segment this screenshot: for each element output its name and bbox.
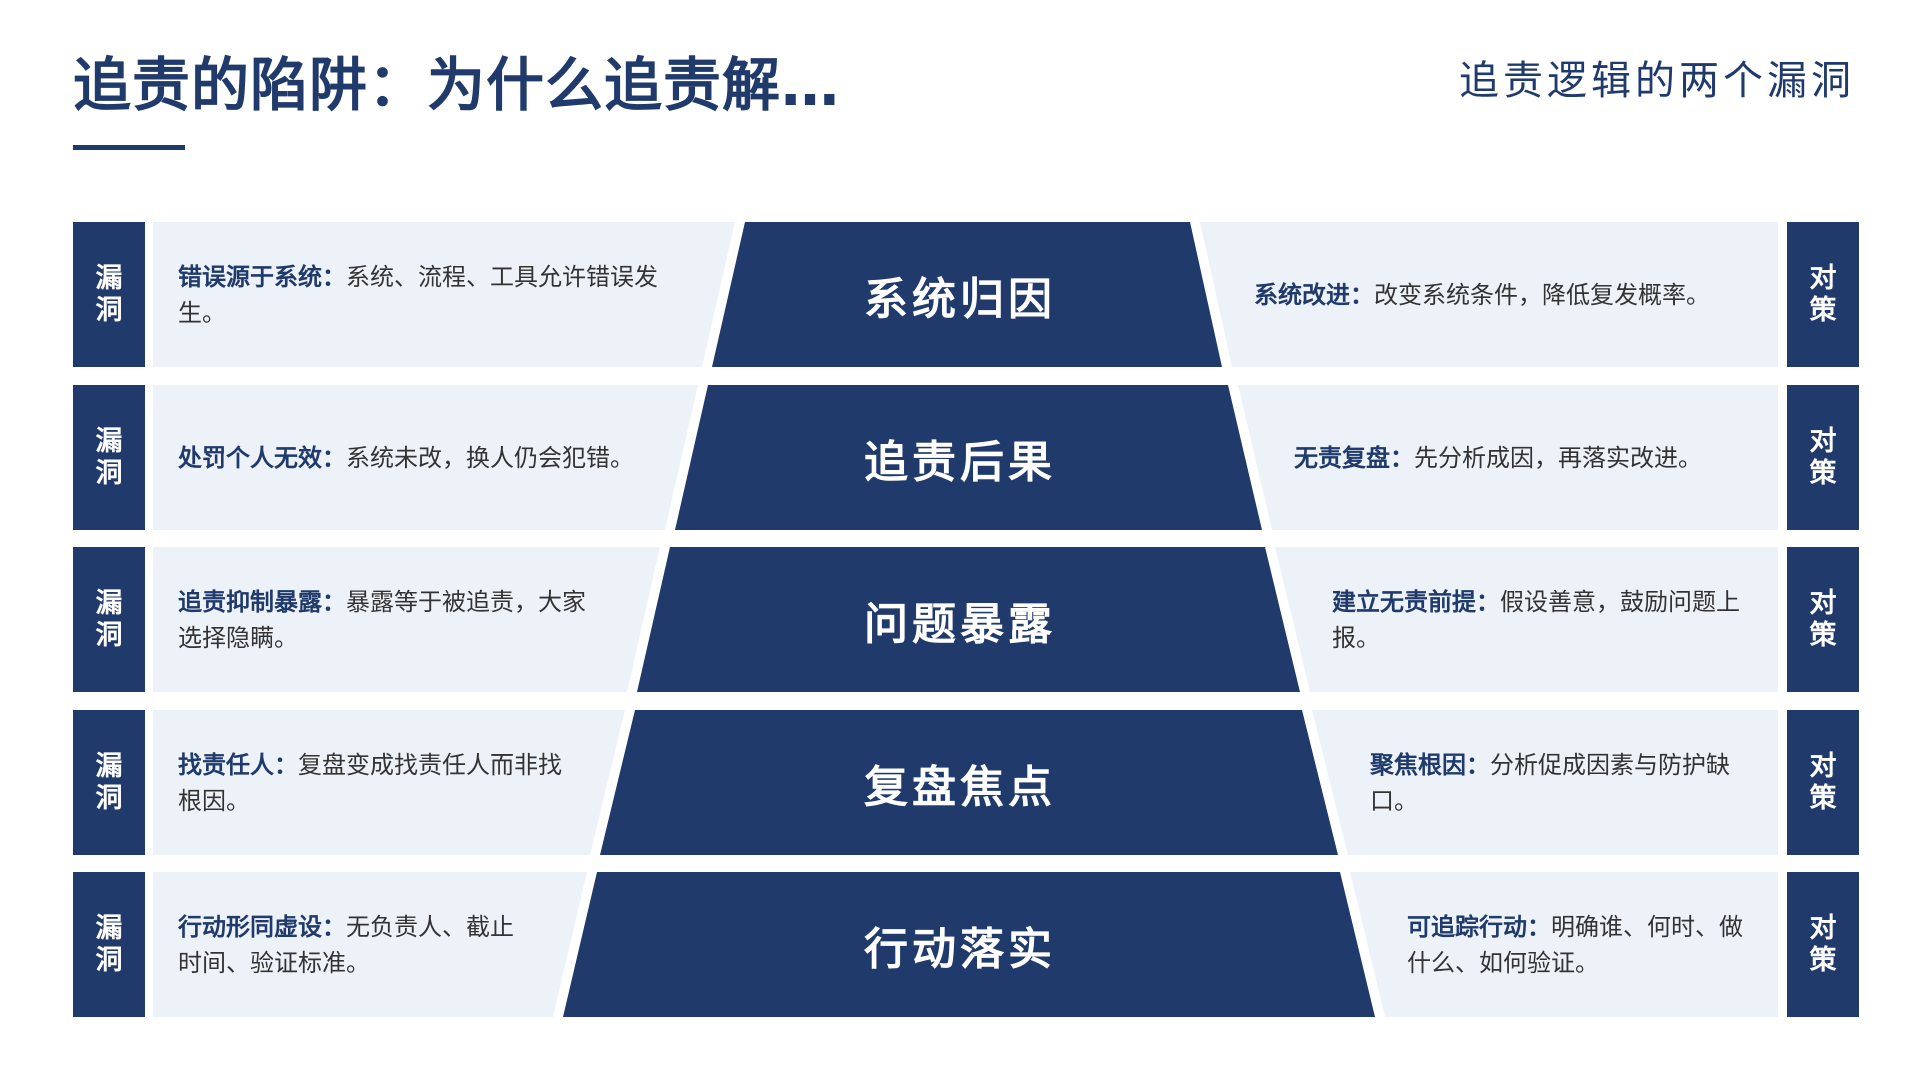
fix-panel <box>1238 385 1778 530</box>
funnel-row: 行动落实 漏洞 对策 行动形同虚设：无负责人、截止时间、验证标准。 可追踪行动：明确谁、… <box>0 872 1920 1017</box>
tag-char: 漏 <box>95 262 123 294</box>
countermeasure-tag: 对策 <box>1787 710 1859 855</box>
trap-keyword: 找责任人： <box>178 750 298 779</box>
tag-char: 策 <box>1809 782 1837 814</box>
tag-char: 策 <box>1809 294 1837 326</box>
fix-keyword: 无责复盘： <box>1294 443 1414 472</box>
tag-char: 对 <box>1809 912 1837 944</box>
center-trapezoid <box>600 710 1338 855</box>
fix-description: 建立无责前提：假设善意，鼓励问题上报。 <box>1332 547 1760 692</box>
page-title: 追责的陷阱：为什么追责解… <box>73 51 841 119</box>
tag-char: 洞 <box>95 294 123 326</box>
trap-description: 错误源于系统：系统、流程、工具允许错误发生。 <box>178 222 682 367</box>
tag-char: 对 <box>1809 750 1837 782</box>
fix-description: 无责复盘：先分析成因，再落实改进。 <box>1294 385 1760 530</box>
trap-text: 无负责人、截止时间、验证标准。 <box>178 912 514 977</box>
tag-char: 对 <box>1809 587 1837 619</box>
trap-description: 行动形同虚设：无负责人、截止时间、验证标准。 <box>178 872 533 1017</box>
loophole-tag: 漏洞 <box>73 710 145 855</box>
center-trapezoid <box>637 547 1300 692</box>
tag-char: 策 <box>1809 457 1837 489</box>
trap-panel <box>153 872 587 1017</box>
trap-panel <box>153 385 698 530</box>
tag-char: 洞 <box>95 457 123 489</box>
countermeasure-tag: 对策 <box>1787 872 1859 1017</box>
center-trapezoid <box>563 872 1375 1017</box>
trap-keyword: 追责抑制暴露： <box>178 587 346 616</box>
title-underline <box>73 145 185 150</box>
fix-keyword: 聚焦根因： <box>1370 750 1490 779</box>
trap-description: 处罚个人无效：系统未改，换人仍会犯错。 <box>178 385 645 530</box>
fix-text: 明确谁、何时、做什么、如何验证。 <box>1407 912 1743 977</box>
tag-char: 洞 <box>95 944 123 976</box>
fix-description: 聚焦根因：分析促成因素与防护缺口。 <box>1370 710 1760 855</box>
loophole-tag: 漏洞 <box>73 385 145 530</box>
fix-text: 改变系统条件，降低复发概率。 <box>1374 280 1710 309</box>
trap-text: 系统未改，换人仍会犯错。 <box>346 443 634 472</box>
fix-keyword: 建立无责前提： <box>1332 587 1500 616</box>
trap-panel <box>153 222 735 367</box>
countermeasure-tag: 对策 <box>1787 547 1859 692</box>
trap-keyword: 行动形同虚设： <box>178 912 346 941</box>
fix-panel <box>1350 872 1778 1017</box>
fix-text: 分析促成因素与防护缺口。 <box>1370 750 1730 815</box>
tag-char: 漏 <box>95 912 123 944</box>
tag-char: 对 <box>1809 425 1837 457</box>
fix-panel <box>1200 222 1778 367</box>
tag-char: 策 <box>1809 944 1837 976</box>
trap-description: 追责抑制暴露：暴露等于被追责，大家选择隐瞒。 <box>178 547 607 692</box>
funnel-row: 问题暴露 漏洞 对策 追责抑制暴露：暴露等于被追责，大家选择隐瞒。 建立无责前提：假设善… <box>0 547 1920 692</box>
loophole-tag: 漏洞 <box>73 222 145 367</box>
tag-char: 漏 <box>95 587 123 619</box>
center-label: 问题暴露 <box>864 598 1056 650</box>
funnel-row: 系统归因 漏洞 对策 错误源于系统：系统、流程、工具允许错误发生。 系统改进：改变系统条… <box>0 222 1920 367</box>
fix-panel <box>1275 547 1778 692</box>
tag-char: 洞 <box>95 782 123 814</box>
tag-char: 洞 <box>95 619 123 651</box>
trap-keyword: 处罚个人无效： <box>178 443 346 472</box>
center-label: 追责后果 <box>864 436 1056 488</box>
countermeasure-tag: 对策 <box>1787 222 1859 367</box>
funnel-row: 复盘焦点 漏洞 对策 找责任人：复盘变成找责任人而非找根因。 聚焦根因：分析促成因素与防… <box>0 710 1920 855</box>
tag-char: 策 <box>1809 619 1837 651</box>
fix-panel <box>1312 710 1778 855</box>
page-subtitle: 追责逻辑的两个漏洞 <box>1459 58 1855 104</box>
loophole-tag: 漏洞 <box>73 547 145 692</box>
fix-text: 先分析成因，再落实改进。 <box>1414 443 1702 472</box>
trap-text: 系统、流程、工具允许错误发生。 <box>178 262 658 327</box>
center-trapezoid <box>675 385 1262 530</box>
trap-text: 复盘变成找责任人而非找根因。 <box>178 750 562 815</box>
countermeasure-tag: 对策 <box>1787 385 1859 530</box>
fix-text: 假设善意，鼓励问题上报。 <box>1332 587 1740 652</box>
fix-description: 可追踪行动：明确谁、何时、做什么、如何验证。 <box>1407 872 1760 1017</box>
trap-panel <box>153 547 660 692</box>
tag-char: 漏 <box>95 425 123 457</box>
trap-panel <box>153 710 625 855</box>
tag-char: 对 <box>1809 262 1837 294</box>
fix-description: 系统改进：改变系统条件，降低复发概率。 <box>1254 222 1760 367</box>
fix-keyword: 可追踪行动： <box>1407 912 1551 941</box>
loophole-tag: 漏洞 <box>73 872 145 1017</box>
center-label: 系统归因 <box>864 273 1056 325</box>
center-label: 行动落实 <box>864 923 1056 975</box>
center-trapezoid <box>712 222 1222 367</box>
tag-char: 漏 <box>95 750 123 782</box>
trap-text: 暴露等于被追责，大家选择隐瞒。 <box>178 587 586 652</box>
trap-keyword: 错误源于系统： <box>178 262 346 291</box>
funnel-row: 追责后果 漏洞 对策 处罚个人无效：系统未改，换人仍会犯错。 无责复盘：先分析成因，再落… <box>0 385 1920 530</box>
fix-keyword: 系统改进： <box>1254 280 1374 309</box>
center-label: 复盘焦点 <box>864 761 1056 813</box>
trap-description: 找责任人：复盘变成找责任人而非找根因。 <box>178 710 570 855</box>
